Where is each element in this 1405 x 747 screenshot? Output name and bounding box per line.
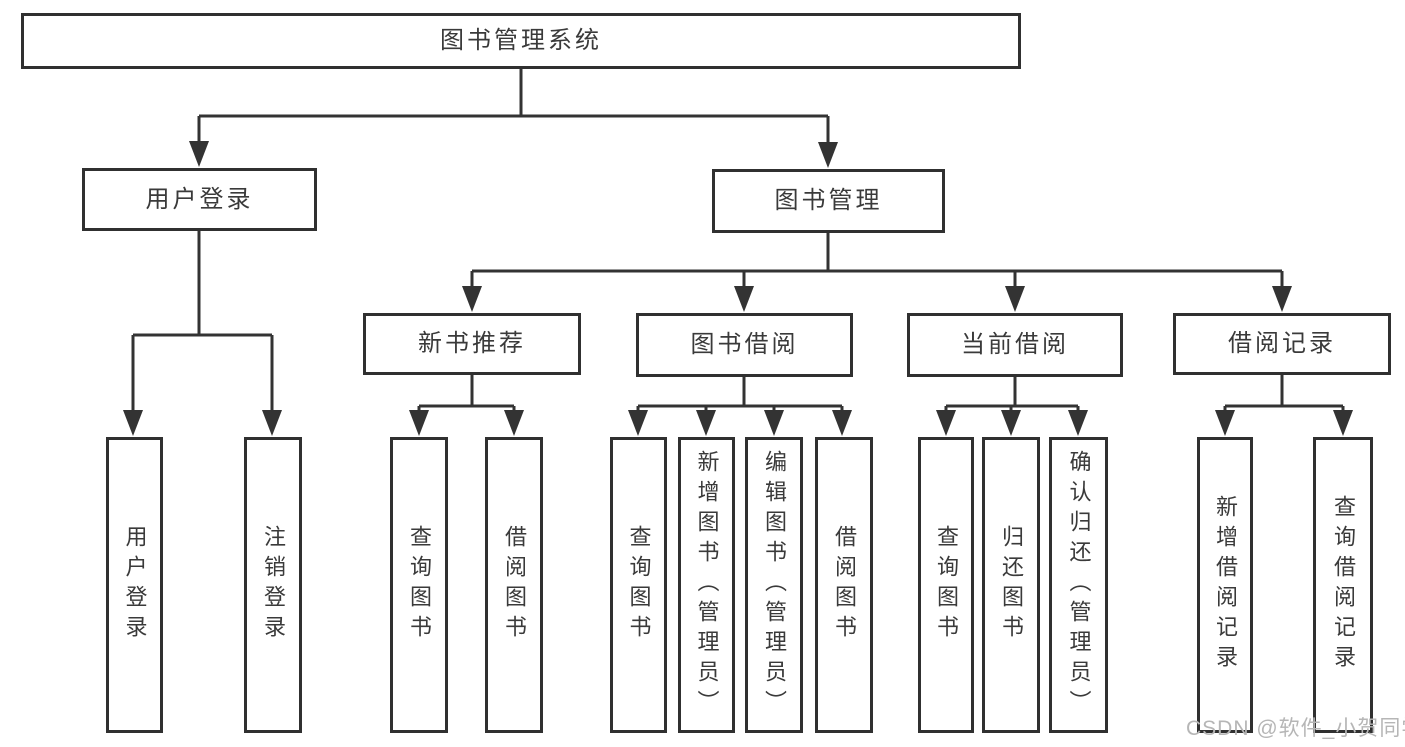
leaf-return-books: 归还图书: [982, 437, 1040, 733]
leaf-label: 新增图书（管理员）: [694, 450, 720, 720]
leaf-label: 借阅图书: [832, 525, 857, 645]
leaf-borrow-books-recommend: 借阅图书: [485, 437, 543, 733]
connector-new-book: [417, 375, 516, 418]
leaf-query-books-borrow: 查询图书: [610, 437, 667, 733]
arrow-down-icon: [189, 141, 209, 167]
node-library-management-system: 图书管理系统: [21, 13, 1021, 69]
node-book-borrowing: 图书借阅: [636, 313, 853, 377]
arrow-down-icon: [1068, 410, 1088, 436]
leaf-label: 确认归还（管理员）: [1066, 450, 1092, 720]
connector-root: [197, 69, 830, 147]
connector-user-login: [131, 231, 274, 415]
arrow-down-icon: [1001, 410, 1021, 436]
arrow-down-icon: [764, 410, 784, 436]
leaf-label: 注销登录: [261, 525, 286, 645]
connector-book-borrow: [636, 377, 844, 418]
leaf-borrow-books: 借阅图书: [815, 437, 873, 733]
leaf-label: 编辑图书（管理员）: [762, 450, 787, 720]
leaf-query-books-current: 查询图书: [918, 437, 974, 733]
arrow-down-icon: [123, 410, 143, 436]
leaf-edit-books-admin: 编辑图书（管理员）: [745, 437, 803, 733]
arrow-down-icon: [696, 410, 716, 436]
arrow-down-icon: [1333, 410, 1353, 436]
leaf-add-books-admin: 新增图书（管理员）: [678, 437, 735, 733]
leaf-add-borrow-record: 新增借阅记录: [1197, 437, 1253, 733]
connector-book-management: [470, 233, 1284, 292]
arrow-down-icon: [832, 410, 852, 436]
node-label: 图书借阅: [690, 331, 799, 358]
arrow-down-icon: [462, 286, 482, 312]
node-label: 图书管理系统: [440, 27, 602, 54]
leaf-user-login: 用户登录: [106, 437, 163, 733]
node-user-login: 用户登录: [82, 168, 317, 231]
leaf-label: 新增借阅记录: [1213, 495, 1238, 675]
node-new-book-recommend: 新书推荐: [363, 313, 581, 375]
leaf-label: 查询图书: [934, 525, 959, 645]
arrow-down-icon: [734, 286, 754, 312]
leaf-query-books-recommend: 查询图书: [390, 437, 448, 733]
node-current-borrowing: 当前借阅: [907, 313, 1123, 377]
connector-borrow-records: [1223, 375, 1345, 418]
leaf-label: 归还图书: [999, 525, 1024, 645]
arrow-down-icon: [818, 142, 838, 168]
leaf-query-borrow-record: 查询借阅记录: [1313, 437, 1373, 733]
arrow-down-icon: [1215, 410, 1235, 436]
leaf-label: 查询图书: [407, 525, 432, 645]
node-label: 当前借阅: [961, 331, 1069, 358]
arrow-down-icon: [1005, 286, 1025, 312]
leaf-logout: 注销登录: [244, 437, 302, 733]
node-label: 新书推荐: [418, 330, 526, 357]
watermark: CSDN @软件_小贺同学: [1186, 717, 1405, 740]
arrow-down-icon: [262, 410, 282, 436]
leaf-label: 用户登录: [122, 525, 148, 645]
arrowheads: [123, 141, 1353, 436]
arrow-down-icon: [1272, 286, 1292, 312]
node-book-management: 图书管理: [712, 169, 945, 233]
arrow-down-icon: [504, 410, 524, 436]
leaf-confirm-return-admin: 确认归还（管理员）: [1049, 437, 1108, 733]
leaf-label: 借阅图书: [502, 525, 527, 645]
leaf-label: 查询借阅记录: [1331, 495, 1356, 675]
arrow-down-icon: [628, 410, 648, 436]
node-label: 用户登录: [145, 185, 254, 213]
arrow-down-icon: [409, 410, 429, 436]
arrow-down-icon: [936, 410, 956, 436]
leaf-label: 查询图书: [626, 525, 652, 645]
node-label: 借阅记录: [1228, 330, 1336, 357]
node-borrowing-records: 借阅记录: [1173, 313, 1391, 375]
node-label: 图书管理: [774, 187, 883, 214]
